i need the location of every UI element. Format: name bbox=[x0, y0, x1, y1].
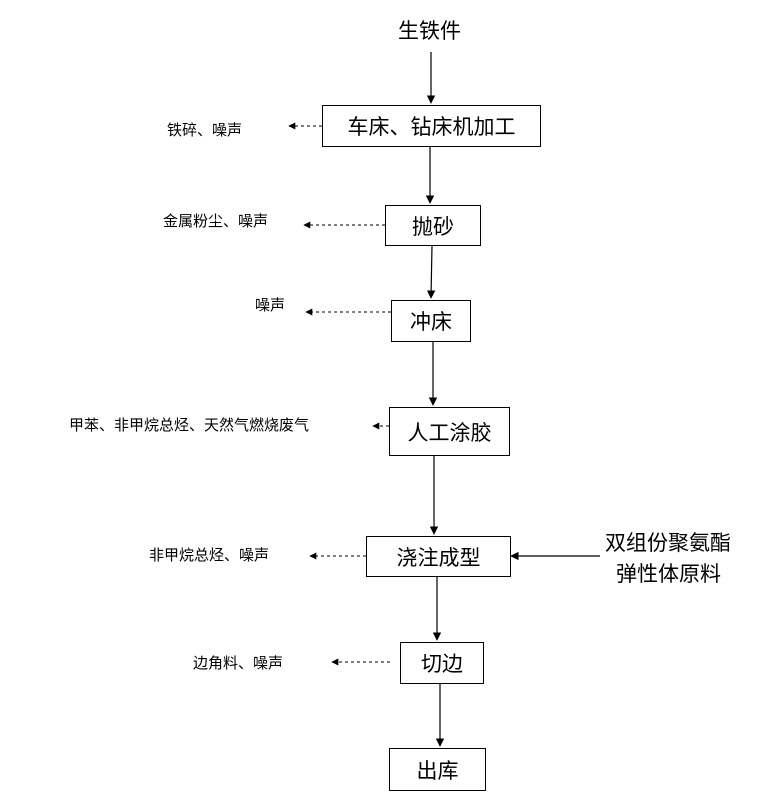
input-label: 生铁件 bbox=[398, 19, 461, 43]
side-input-line1: 双组份聚氨酯 bbox=[605, 531, 731, 555]
step-box-machining: 车床、钻床机加工 bbox=[322, 105, 541, 147]
output-label-4: 甲苯、非甲烷总烃、天然气燃烧废气 bbox=[69, 416, 310, 434]
step-box-punching: 冲床 bbox=[391, 300, 471, 342]
output-label-1: 铁碎、噪声 bbox=[167, 121, 243, 139]
step-box-gluing: 人工涂胶 bbox=[389, 407, 510, 456]
arrow-step2-to-step3 bbox=[426, 245, 436, 299]
step-box-casting: 浇注成型 bbox=[366, 536, 511, 577]
step-box-warehouse: 出库 bbox=[389, 748, 486, 791]
output-label-6: 边角料、噪声 bbox=[193, 654, 284, 672]
step-box-trimming: 切边 bbox=[400, 642, 484, 684]
output-label-5: 非甲烷总烃、噪声 bbox=[149, 546, 270, 564]
side-input-line2: 弹性体原料 bbox=[616, 562, 721, 586]
step-box-sandblasting: 抛砂 bbox=[385, 205, 481, 246]
output-label-3: 噪声 bbox=[255, 296, 286, 314]
output-label-2: 金属粉尘、噪声 bbox=[163, 212, 269, 230]
